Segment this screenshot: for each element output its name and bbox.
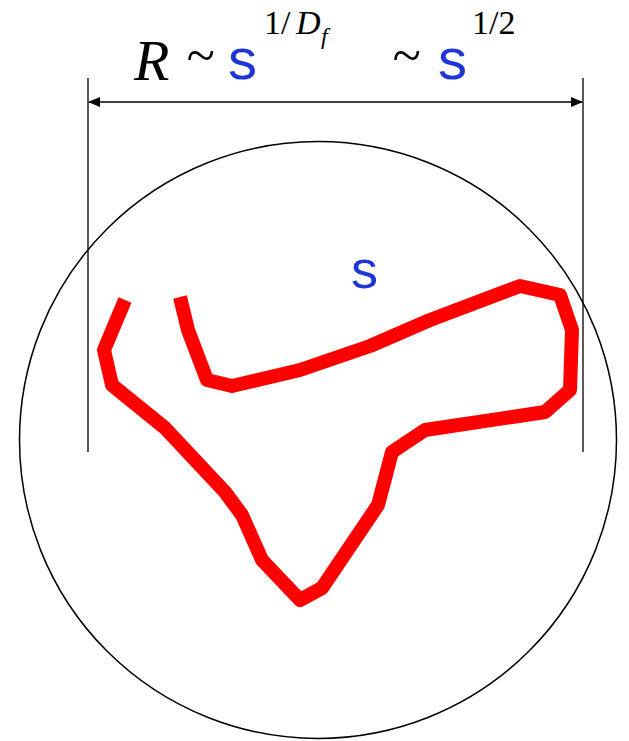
circle-outline	[18, 140, 618, 740]
dimension-arrow	[89, 101, 582, 103]
circle-region: s	[18, 140, 618, 740]
formula-symbol: s	[438, 30, 467, 88]
extension-line	[87, 78, 88, 452]
formula-symbol: s	[228, 30, 257, 88]
size-label: s	[351, 242, 378, 296]
formula-exponent: D	[296, 6, 321, 40]
formula-symbol: ~	[186, 30, 214, 82]
polymer-curve	[104, 286, 572, 600]
extension-line	[582, 78, 583, 452]
formula-subscript: f	[321, 24, 328, 48]
formula-symbol: R	[134, 32, 169, 90]
formula-symbol: ~	[392, 30, 420, 82]
formula-exponent: 1/2	[472, 6, 515, 40]
formula-exponent: 1/	[264, 6, 290, 40]
